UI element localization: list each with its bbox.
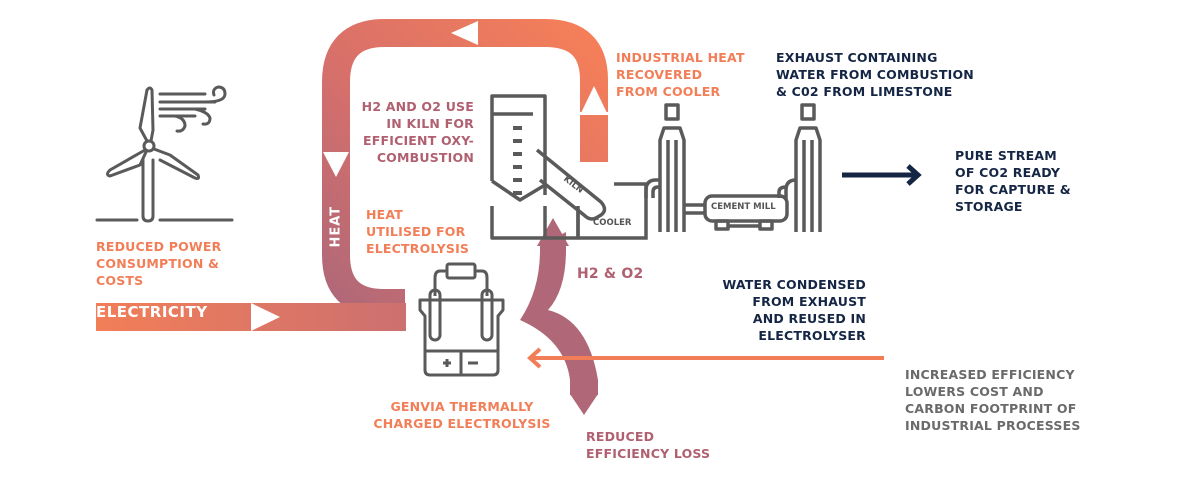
reduced-power-text: REDUCED POWER CONSUMPTION & COSTS (96, 239, 222, 288)
exhaust-text: EXHAUST CONTAINING WATER FROM COMBUSTION… (776, 50, 974, 99)
kiln-tower-icon (490, 94, 607, 240)
wind-turbine-icon (95, 85, 234, 223)
loop-arrow-left (451, 21, 478, 45)
co2-output-arrow (842, 164, 922, 186)
genvia-text: GENVIA THERMALLY CHARGED ELECTROLYSIS (373, 399, 551, 431)
heat-utilised-text: HEAT UTILISED FOR ELECTROLYSIS (366, 207, 470, 256)
electrolyser-icon (418, 262, 505, 377)
h2-o2-kiln-text: H2 AND O2 USE IN KILN FOR EFFICIENT OXY-… (361, 99, 474, 165)
heat-loop-flow (322, 19, 608, 317)
electricity-label: ELECTRICITY (96, 303, 208, 321)
cooler-label: COOLER (593, 218, 632, 228)
heat-label: HEAT (328, 205, 344, 248)
pure-stream-text: PURE STREAM OF CO2 READY FOR CAPTURE & S… (955, 148, 1071, 214)
electricity-flow (96, 303, 406, 331)
electricity-arrow (251, 303, 280, 331)
loop-arrow-up (581, 86, 607, 113)
exhaust-tower-icon (777, 103, 822, 232)
h2-o2-text: H2 & O2 (577, 266, 644, 282)
reduced-efficiency-text: REDUCED EFFICIENCY LOSS (586, 429, 711, 461)
cement-mill-icon (703, 194, 789, 231)
water-condensed-text: WATER CONDENSED FROM EXHAUST AND REUSED … (722, 277, 866, 343)
loop-arrow-down (323, 152, 349, 177)
h2-o2-flow (520, 218, 598, 415)
cooler-icon (576, 182, 648, 240)
exhaust-tower-icon (644, 103, 706, 232)
industrial-heat-text: INDUSTRIAL HEAT RECOVERED FROM COOLER (616, 50, 745, 99)
cement-mill-label: CEMENT MILL (711, 202, 776, 212)
water-return-arrow (527, 175, 886, 369)
increased-efficiency-text: INCREASED EFFICIENCY LOWERS COST AND CAR… (905, 367, 1081, 433)
